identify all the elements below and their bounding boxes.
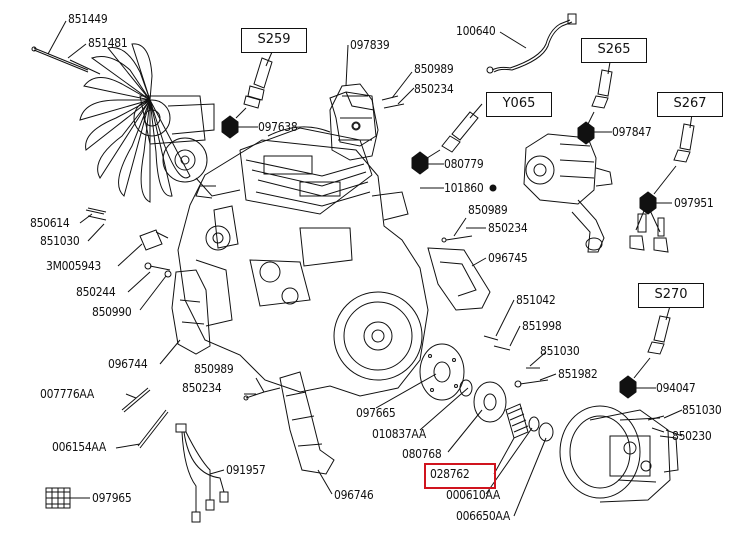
sensor-box-s267[interactable]: S267 [657,92,723,117]
part-label-028762[interactable]: 028762 [430,467,470,481]
fan-drawing [79,43,241,203]
hydraulic-pump-drawing [523,133,613,253]
part-label-851030-pump[interactable]: 851030 [682,403,722,417]
part-label-006650aa[interactable]: 006650AA [456,509,510,523]
part-label-850244[interactable]: 850244 [76,285,116,299]
part-label-850230[interactable]: 850230 [672,429,712,443]
part-label-000610aa[interactable]: 000610AA [446,488,500,502]
part-label-094047[interactable]: 094047 [656,381,696,395]
part-label-097847[interactable]: 097847 [612,125,652,139]
hex-nut-097951 [639,191,657,215]
sensor-box-s265[interactable]: S265 [581,38,647,63]
leader-lines [47,20,683,517]
part-label-851042[interactable]: 851042 [516,293,556,307]
part-label-091957[interactable]: 091957 [226,463,266,477]
sensor-box-s259[interactable]: S259 [241,28,307,53]
part-label-851481[interactable]: 851481 [88,36,128,50]
part-label-850989-low[interactable]: 850989 [194,362,234,376]
part-label-007776aa[interactable]: 007776AA [40,387,94,401]
part-label-851982[interactable]: 851982 [558,367,598,381]
part-label-850614[interactable]: 850614 [30,216,70,230]
part-label-100640[interactable]: 100640 [456,24,496,38]
sensor-box-s270[interactable]: S270 [638,283,704,308]
part-label-096744[interactable]: 096744 [108,357,148,371]
part-label-851449[interactable]: 851449 [68,12,108,26]
part-label-850990[interactable]: 850990 [92,305,132,319]
part-label-851030-right[interactable]: 851030 [540,344,580,358]
part-label-097839[interactable]: 097839 [350,38,390,52]
part-label-097951[interactable]: 097951 [674,196,714,210]
part-label-101860[interactable]: 101860 [444,181,484,195]
part-label-080779[interactable]: 080779 [444,157,484,171]
part-label-851998[interactable]: 851998 [522,319,562,333]
part-label-850234-mid[interactable]: 850234 [488,221,528,235]
hex-nut-094047 [619,375,637,399]
part-label-851030-left[interactable]: 851030 [40,234,80,248]
part-label-850234-top[interactable]: 850234 [414,82,454,96]
part-label-850989-top[interactable]: 850989 [414,62,454,76]
hex-nut-080779 [411,151,429,175]
part-label-097665[interactable]: 097665 [356,406,396,420]
part-label-097638[interactable]: 097638 [258,120,298,134]
part-label-010837aa[interactable]: 010837AA [372,427,426,441]
part-label-096746[interactable]: 096746 [334,488,374,502]
part-label-006154aa[interactable]: 006154AA [52,440,106,454]
part-label-850989-mid[interactable]: 850989 [468,203,508,217]
hex-nut-097638 [221,115,239,139]
sensor-box-y065[interactable]: Y065 [486,92,552,117]
engine-drawing [177,83,429,397]
part-label-097965[interactable]: 097965 [92,491,132,505]
main-pump-drawing [559,405,679,503]
part-label-096745[interactable]: 096745 [488,251,528,265]
part-label-080768[interactable]: 080768 [402,447,442,461]
part-label-850234-low[interactable]: 850234 [182,381,222,395]
part-label-3m005943[interactable]: 3M005943 [46,259,101,273]
hex-nut-097847 [577,121,595,145]
highlight-box-028762 [424,463,496,489]
